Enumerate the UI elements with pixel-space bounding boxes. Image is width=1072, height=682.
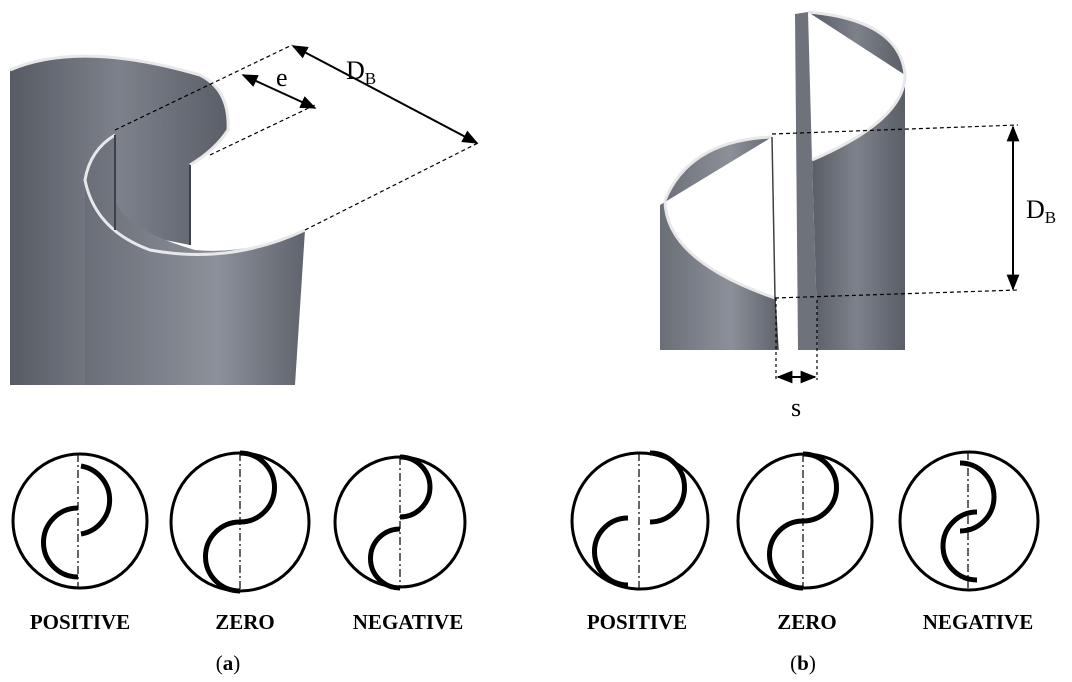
- label-a-positive: POSITIVE: [30, 610, 130, 634]
- caption-a: (a): [216, 651, 241, 675]
- label-b-negative: NEGATIVE: [923, 610, 1033, 634]
- section-b-positive: [570, 450, 710, 591]
- section-a-zero: [169, 450, 311, 594]
- panel-a-rotor-render: [9, 54, 306, 386]
- gap-label-s: s: [791, 393, 801, 422]
- section-a-positive: [11, 452, 149, 590]
- blade-tall: [808, 12, 905, 350]
- label-b-zero: ZERO: [777, 610, 837, 634]
- blade-short: [660, 137, 778, 350]
- section-a-negative: [333, 454, 467, 591]
- section-b-negative: [898, 450, 1040, 592]
- diameter-label-a: DB: [346, 56, 376, 88]
- panel-b-dimensions: [771, 124, 1020, 384]
- label-a-zero: ZERO: [215, 610, 275, 634]
- overlap-label-e: e: [276, 63, 288, 92]
- label-b-positive: POSITIVE: [587, 610, 687, 634]
- label-a-negative: NEGATIVE: [353, 610, 463, 634]
- caption-b: (b): [790, 651, 816, 675]
- diameter-label-b: DB: [1026, 195, 1056, 227]
- blade-right: [85, 135, 305, 385]
- panel-b-cross-sections: [570, 450, 1040, 592]
- panel-b-rotor-render: [660, 10, 907, 351]
- panel-a-cross-sections: [11, 450, 467, 594]
- section-b-zero: [736, 451, 874, 591]
- panel-a-dimensions: [114, 44, 479, 231]
